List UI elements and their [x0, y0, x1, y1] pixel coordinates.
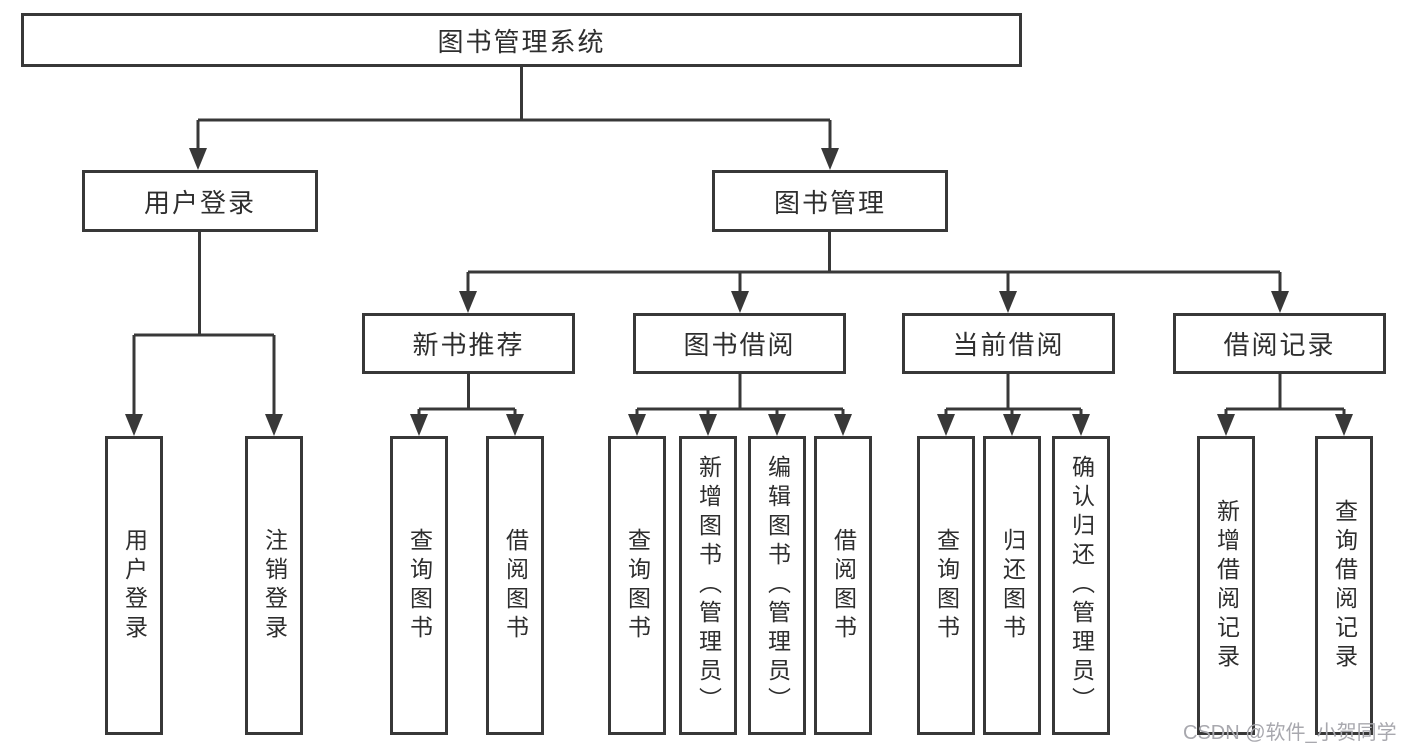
node-label: 编辑图书（管理员）	[764, 455, 791, 716]
node-label: 查询借阅记录	[1331, 498, 1358, 673]
node-logout-login: 注销登录	[245, 436, 303, 735]
node-add-borrow-record: 新增借阅记录	[1197, 436, 1255, 735]
node-return-books: 归还图书	[983, 436, 1041, 735]
arrow-icon	[459, 291, 477, 313]
node-label: 新增借阅记录	[1213, 498, 1240, 673]
node-book-borrowing: 图书借阅	[633, 313, 846, 374]
node-label: 用户登录	[121, 527, 148, 644]
arrow-icon	[125, 414, 143, 436]
node-label: 查询图书	[933, 527, 960, 644]
arrow-icon	[628, 414, 646, 436]
node-label: 当前借阅	[952, 330, 1065, 360]
node-current-borrowing: 当前借阅	[902, 313, 1115, 374]
node-search-books-borrowing: 查询图书	[608, 436, 666, 735]
arrow-icon	[265, 414, 283, 436]
node-label: 注销登录	[261, 527, 288, 644]
node-borrowing-records: 借阅记录	[1173, 313, 1386, 374]
arrow-icon	[1271, 291, 1289, 313]
node-label: 查询图书	[624, 527, 651, 644]
arrow-icon	[1072, 414, 1090, 436]
arrow-icon	[768, 414, 786, 436]
node-label: 借阅图书	[830, 527, 857, 644]
node-new-book-recommendation: 新书推荐	[362, 313, 575, 374]
node-borrow-books: 借阅图书	[814, 436, 872, 735]
node-label: 图书管理系统	[437, 26, 606, 57]
node-label: 查询图书	[406, 527, 433, 644]
node-add-book-admin: 新增图书（管理员）	[679, 436, 737, 735]
arrow-icon	[1003, 414, 1021, 436]
node-edit-book-admin: 编辑图书（管理员）	[748, 436, 806, 735]
arrow-icon	[731, 291, 749, 313]
node-label: 归还图书	[999, 527, 1026, 644]
node-label: 借阅图书	[502, 527, 529, 644]
arrow-icon	[1335, 414, 1353, 436]
node-user-login-branch: 用户登录	[82, 170, 318, 232]
node-label: 图书借阅	[683, 330, 796, 360]
node-label: 确认归还（管理员）	[1068, 455, 1095, 716]
node-book-management-branch: 图书管理	[712, 170, 948, 232]
arrow-icon	[189, 148, 207, 170]
arrow-icon	[999, 291, 1017, 313]
node-label: 新增图书（管理员）	[695, 455, 722, 716]
node-library-management-system: 图书管理系统	[21, 13, 1022, 67]
node-label: 用户登录	[143, 187, 256, 218]
node-label: 图书管理	[773, 187, 886, 218]
node-label: 新书推荐	[412, 330, 525, 360]
arrow-icon	[1217, 414, 1235, 436]
arrow-icon	[834, 414, 852, 436]
node-search-borrow-record: 查询借阅记录	[1315, 436, 1373, 735]
node-search-books-current: 查询图书	[917, 436, 975, 735]
node-user-login-leaf: 用户登录	[105, 436, 163, 735]
arrow-icon	[506, 414, 524, 436]
node-label: 借阅记录	[1223, 330, 1336, 360]
arrow-icon	[410, 414, 428, 436]
arrow-icon	[821, 148, 839, 170]
arrow-icon	[699, 414, 717, 436]
node-confirm-return-admin: 确认归还（管理员）	[1052, 436, 1110, 735]
node-borrow-books-recommend: 借阅图书	[486, 436, 544, 735]
csdn-watermark: CSDN @软件_小贺同学	[1183, 722, 1397, 744]
arrow-icon	[937, 414, 955, 436]
node-search-books-recommend: 查询图书	[390, 436, 448, 735]
